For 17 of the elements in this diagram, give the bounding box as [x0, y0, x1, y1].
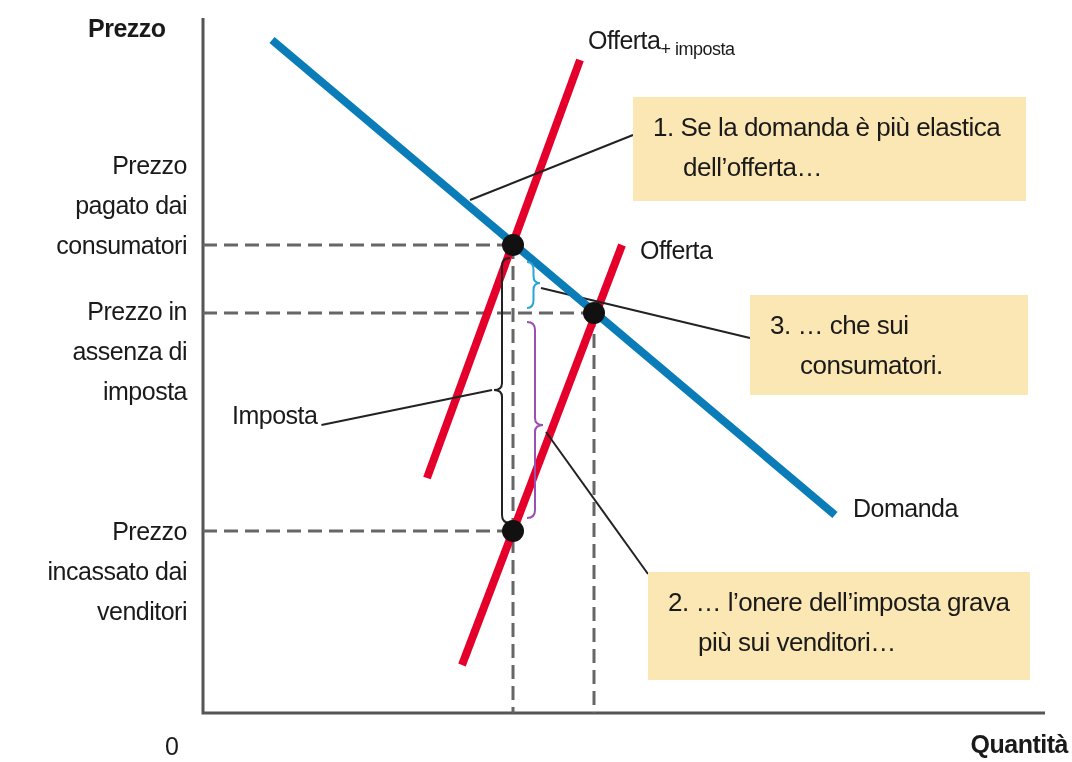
- curve-label: Offerta: [640, 235, 714, 266]
- axis-title: Quantità: [969, 729, 1068, 760]
- price-label: Prezzo pagato dai consumatori: [55, 150, 187, 261]
- leader-line: [545, 431, 649, 575]
- tax-label: Imposta: [232, 395, 318, 435]
- callout-box: 3. … che sui consumatori.: [750, 295, 1028, 395]
- leader-line: [540, 287, 751, 339]
- origin-label: 0: [165, 731, 180, 762]
- axis-title: Prezzo: [88, 13, 167, 44]
- leader-line: [469, 134, 634, 201]
- price-label: Prezzo incassato dai venditori: [46, 516, 187, 627]
- curve-label: Offerta$_{+ imposta}$: [588, 25, 736, 61]
- leader-line: [320, 389, 493, 426]
- callout-box: 2. … l’onere dell’imposta grava più sui venditori…: [648, 572, 1030, 680]
- price-label: Prezzo in assenza di imposta: [71, 296, 187, 407]
- callout-box: 1. Se la domanda è più elastica dell’offerta…: [633, 97, 1026, 201]
- curve-label: Domanda: [853, 493, 960, 524]
